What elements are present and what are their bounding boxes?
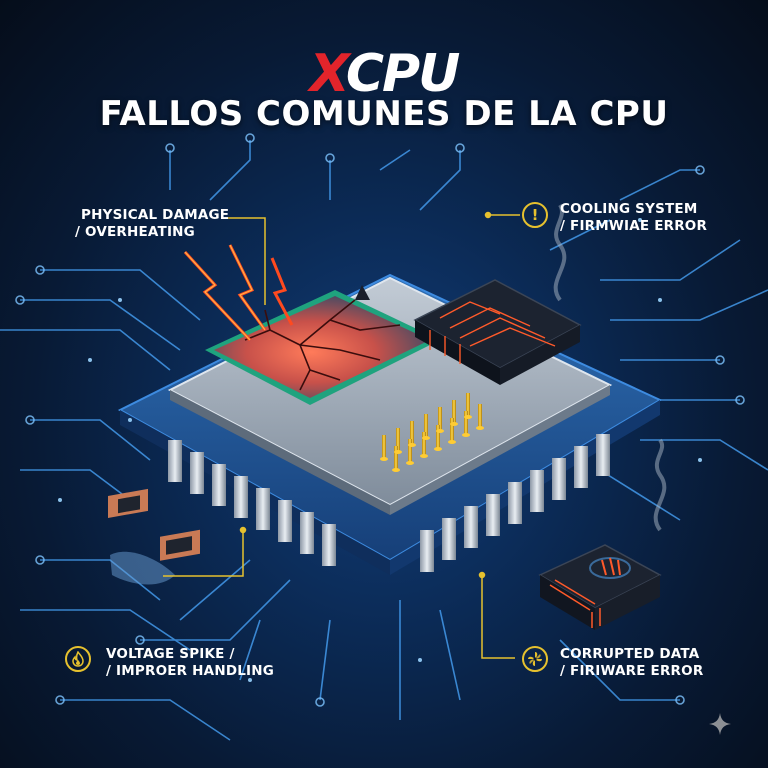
callout-line2: / IMPROER HANDLING [106, 663, 275, 679]
logo-cpu: CPU [345, 44, 460, 104]
callout-line1: VOLTAGE SPIKE / [106, 646, 235, 662]
logo-x: X [309, 44, 348, 104]
fan-icon [522, 646, 548, 672]
callout-physical-damage: PHYSICAL DAMAGE / OVERHEATING [75, 207, 229, 241]
cpu-legs-right [420, 434, 610, 572]
callout-line2: / FIRIWARE ERROR [560, 663, 704, 679]
sparkle-icon [709, 713, 731, 735]
burnt-component [538, 544, 662, 630]
callout-line1: PHYSICAL DAMAGE [81, 207, 230, 223]
callout-line1: COOLING SYSTEM [560, 201, 698, 217]
warning-icon: ! [522, 202, 548, 228]
damaged-components [108, 488, 200, 585]
callout-voltage-spike: VOLTAGE SPIKE / / IMPROER HANDLING [106, 646, 274, 680]
cracked-die [205, 285, 440, 405]
cpu-legs-left [168, 440, 336, 566]
fire-icon [65, 646, 91, 672]
callout-cooling-system: COOLING SYSTEM / FIRMWIAE ERROR [560, 201, 707, 235]
warning-glyph: ! [531, 206, 539, 224]
page-title: FALLOS COMUNES DE LA CPU [99, 94, 669, 134]
gold-pins [380, 393, 484, 472]
xcpu-logo: XCPU [0, 48, 768, 100]
callout-line2: / OVERHEATING [75, 224, 195, 240]
leader-lines [163, 211, 520, 659]
circuit-traces [0, 140, 768, 741]
smoke [553, 203, 667, 532]
callout-corrupted-data: CORRUPTED DATA / FIRIWARE ERROR [560, 646, 703, 680]
callout-line1: CORRUPTED DATA [560, 646, 700, 662]
callout-line2: / FIRMWIAE ERROR [560, 218, 708, 234]
firmware-chip [413, 279, 582, 385]
